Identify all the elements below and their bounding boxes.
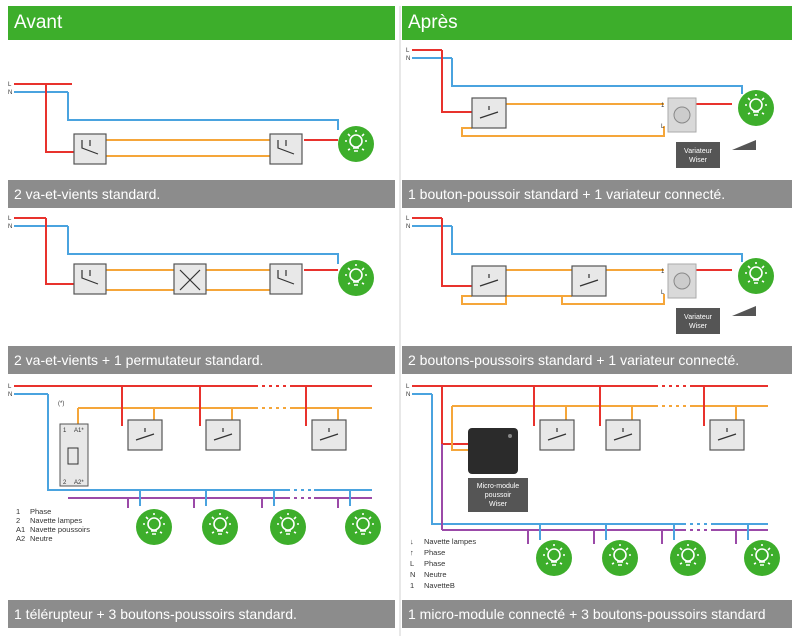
wire-label-l: L (406, 216, 410, 222)
push-button-3 (311, 419, 347, 451)
dimmer-terminal-l: L (661, 124, 665, 130)
legend-right-text-3: Phase (424, 559, 445, 568)
lamp-icon (136, 509, 172, 545)
relay-terminal-a1: A1* (74, 428, 84, 434)
legend-right-key-4: N (410, 570, 415, 579)
dimmer-label-line1: Variateur (684, 314, 713, 321)
push-button-1 (127, 419, 163, 451)
legend-left-key-1: 1 (16, 507, 20, 516)
wire-label-l: L (8, 82, 12, 88)
wire-label-n: N (8, 392, 12, 398)
push-button-1 (471, 265, 507, 297)
caption-micromodule: 1 micro-module connecté + 3 boutons-pous… (402, 600, 792, 628)
diagram-two-pushbuttons-dimmer: L N 1 L Variateur Wiser (406, 216, 774, 334)
push-button-1 (539, 419, 575, 451)
wire-label-n: N (8, 224, 12, 230)
lamp-icon (338, 260, 374, 296)
relay-note: (*) (58, 401, 64, 407)
wire-label-n: N (406, 392, 410, 398)
legend-right-key-1: ↓ (410, 537, 414, 546)
impulse-relay (59, 423, 89, 487)
dimmer-terminal-1: 1 (661, 269, 665, 275)
wire-label-l: L (406, 48, 410, 54)
lamp-icon (602, 540, 638, 576)
legend-left-text-2: Navette lampes (30, 516, 82, 525)
lamp-icon (738, 258, 774, 294)
legend-right-text-5: NavetteB (424, 581, 455, 590)
relay-terminal-a2: A2* (74, 480, 84, 486)
caption-two-way-intermediate: 2 va-et-vients + 1 permutateur standard. (8, 346, 395, 374)
lamp-icon (270, 509, 306, 545)
diagram-impulse-relay: L N (*) 1 A1* 2 A2* 1 Phase 2 Navette la… (8, 384, 381, 545)
caption-pushbutton-dimmer: 1 bouton-poussoir standard + 1 variateur… (402, 180, 792, 208)
wire-label-n: N (406, 56, 410, 62)
push-button-2 (605, 419, 641, 451)
push-button-2 (205, 419, 241, 451)
lamp-icon (536, 540, 572, 576)
header-before: Avant (8, 6, 395, 40)
header-after: Après (402, 6, 792, 40)
lamp-icon (738, 90, 774, 126)
dimmer-terminal-l: L (661, 290, 665, 296)
dimmer-label-line2: Wiser (689, 323, 708, 330)
diagram-pushbutton-dimmer: L N 1 L Variateur Wiser (406, 48, 774, 168)
diagram-two-way-switches: L N (8, 82, 374, 165)
micromodule-line1: Micro-module (477, 483, 520, 490)
micromodule-device (468, 428, 518, 474)
legend-right-text-2: Phase (424, 548, 445, 557)
lamp-icon (338, 126, 374, 162)
relay-terminal-2: 2 (63, 480, 67, 486)
dimmer-label-box (676, 308, 720, 334)
caption-two-pushbuttons-dimmer: 2 boutons-poussoirs standard + 1 variate… (402, 346, 792, 374)
micromodule-line3: Wiser (489, 501, 508, 508)
push-button (471, 97, 507, 129)
legend-right-text-1: Navette lampes (424, 537, 476, 546)
relay-terminal-1: 1 (63, 428, 67, 434)
micromodule-line2: poussoir (485, 492, 512, 499)
two-way-switch-1 (73, 263, 107, 295)
wire-label-n: N (8, 90, 12, 96)
dimming-ramp-icon (732, 306, 756, 316)
legend-right-key-5: 1 (410, 581, 414, 590)
legend-right-key-3: L (410, 559, 414, 568)
wire-label-l: L (8, 384, 12, 390)
legend-left-text-1: Phase (30, 507, 51, 516)
legend-left-text-3: Navette poussoirs (30, 525, 90, 534)
lamp-icon (744, 540, 780, 576)
column-divider (399, 6, 401, 636)
caption-two-way-switches: 2 va-et-vients standard. (8, 180, 395, 208)
legend-right-key-2: ↑ (410, 548, 414, 557)
dimmer-label-line1: Variateur (684, 148, 713, 155)
dimmer-label-box (676, 142, 720, 168)
diagram-micromodule: L N Micro-module poussoir Wiser ↓ Navett… (406, 384, 780, 590)
wire-label-n: N (406, 224, 410, 230)
dimming-ramp-icon (732, 140, 756, 150)
micromodule-label-box (468, 478, 528, 512)
two-way-switch-1 (73, 133, 107, 165)
two-way-switch-2 (269, 133, 303, 165)
push-button-3 (709, 419, 745, 451)
intermediate-switch (173, 263, 207, 295)
legend-left-key-2: 2 (16, 516, 20, 525)
lamp-icon (670, 540, 706, 576)
caption-impulse-relay: 1 télérupteur + 3 boutons-poussoirs stan… (8, 600, 395, 628)
legend-left-key-3: A1 (16, 525, 25, 534)
lamp-icon (202, 509, 238, 545)
diagram-two-way-intermediate: L N (8, 216, 374, 296)
two-way-switch-2 (269, 263, 303, 295)
legend-left-key-4: A2 (16, 534, 25, 543)
push-button-2 (571, 265, 607, 297)
lamp-icon (345, 509, 381, 545)
legend-right-text-4: Neutre (424, 570, 447, 579)
dimmer-terminal-1: 1 (661, 103, 665, 109)
dimmer-label-line2: Wiser (689, 157, 708, 164)
legend-left-text-4: Neutre (30, 534, 53, 543)
wire-label-l: L (406, 384, 410, 390)
wire-label-l: L (8, 216, 12, 222)
